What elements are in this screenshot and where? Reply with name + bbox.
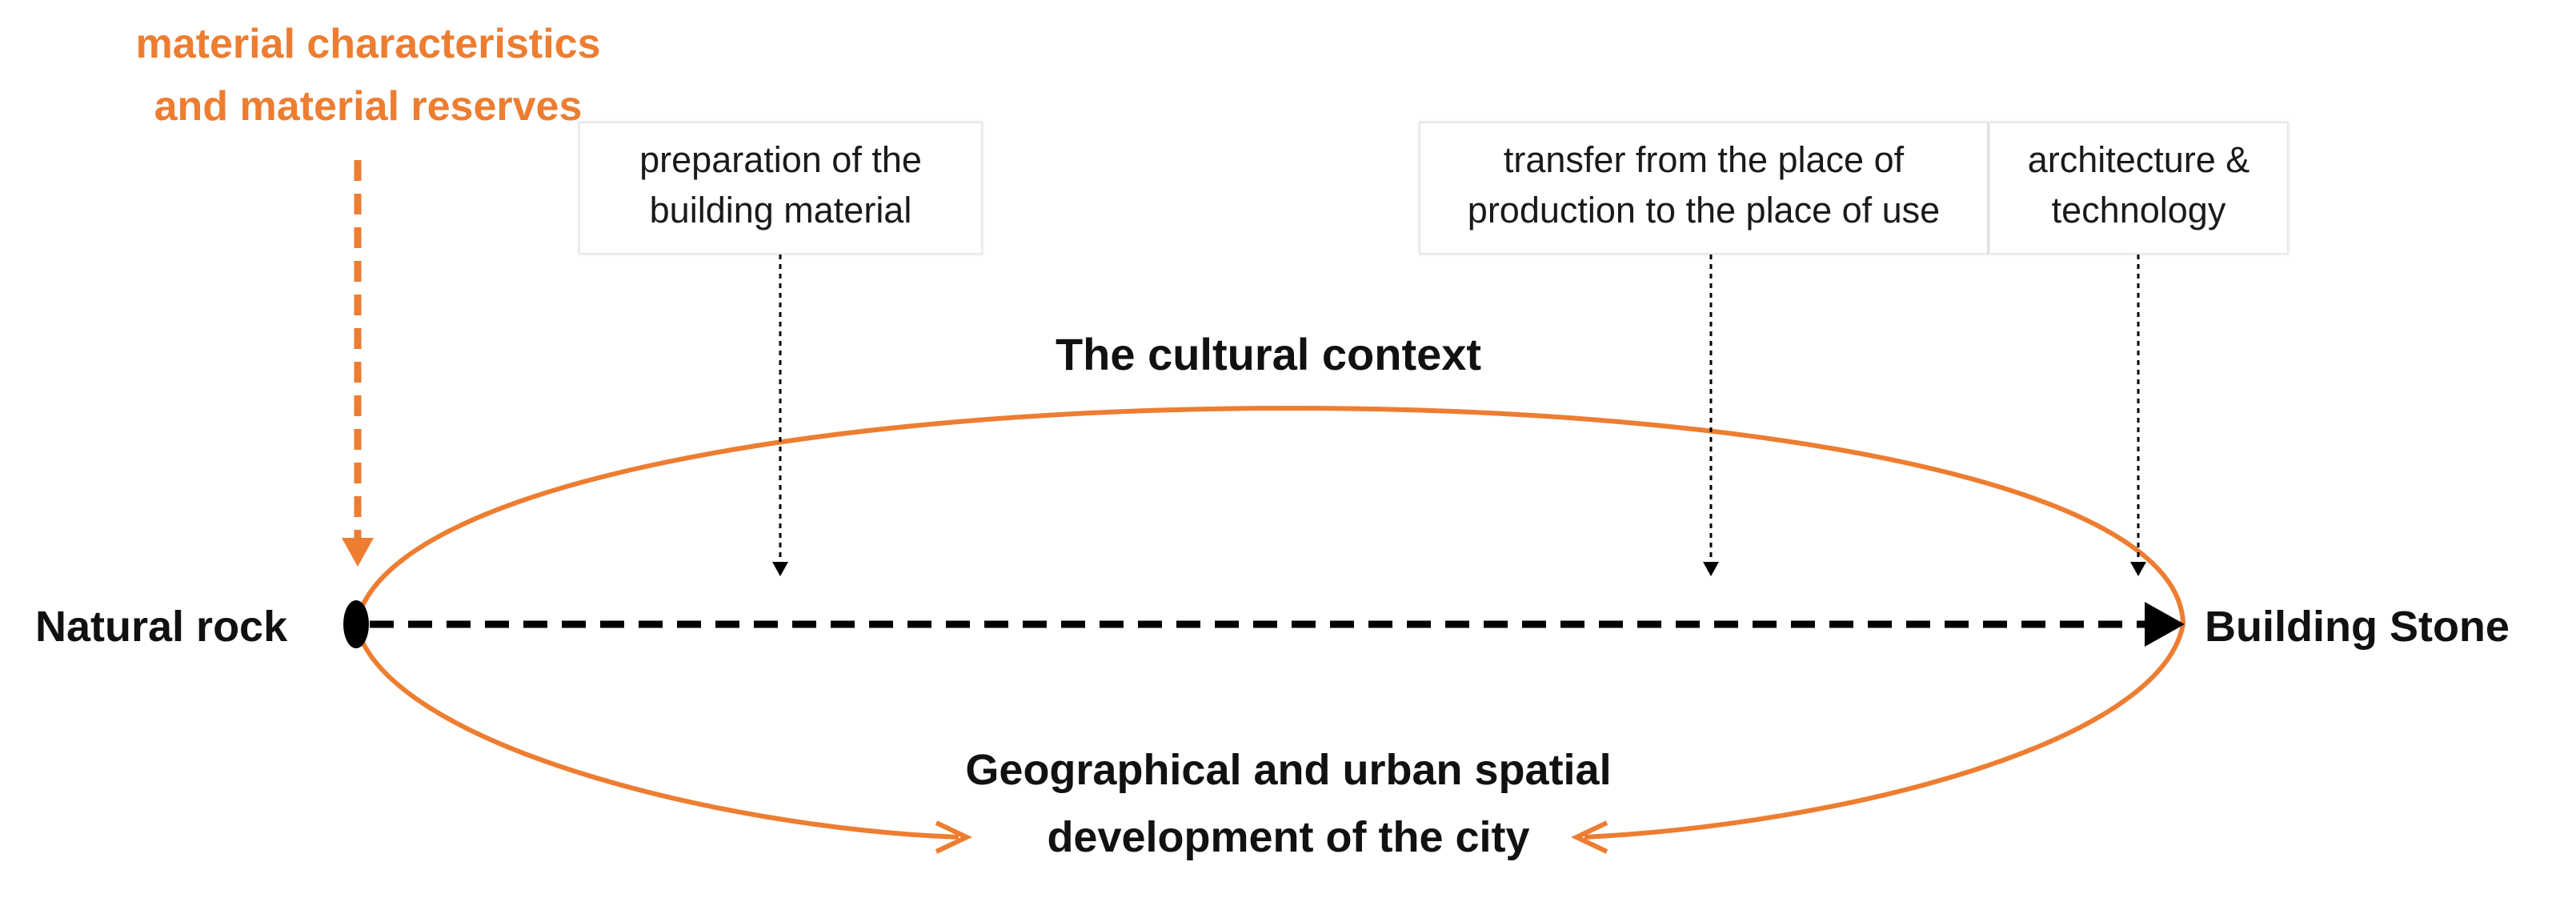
box-architecture-line1: architecture & (2027, 139, 2250, 180)
box-transfer-line2: production to the place of use (1467, 190, 1941, 231)
cultural-context-label: The cultural context (1055, 329, 1482, 379)
connector-arrow-preparation (772, 255, 788, 576)
main-process-arrow (370, 602, 2185, 647)
box-preparation-line2: building material (649, 190, 912, 231)
connector-arrow-architecture (2130, 255, 2146, 576)
ellipse-lower-right-arc (1570, 623, 2185, 854)
geographical-development-line2: development of the city (1047, 813, 1530, 861)
natural-rock-node (343, 600, 369, 648)
material-input-arrow (342, 160, 374, 567)
natural-rock-label: Natural rock (35, 603, 288, 651)
building-stone-label: Building Stone (2205, 603, 2510, 651)
box-transfer: transfer from the place of production to… (1419, 122, 1989, 255)
box-preparation-line1: preparation of the (639, 139, 922, 180)
box-architecture: architecture & technology (1989, 122, 2289, 255)
material-header: material characteristics and material re… (88, 13, 648, 138)
geographical-development-label: Geographical and urban spatial developme… (848, 736, 1729, 871)
box-architecture-line2: technology (2051, 190, 2226, 231)
connector-arrow-transfer (1703, 255, 1719, 576)
material-header-line1: material characteristics (135, 21, 601, 67)
box-transfer-line1: transfer from the place of (1503, 139, 1905, 180)
box-preparation: preparation of the building material (579, 122, 983, 255)
geographical-development-line1: Geographical and urban spatial (965, 746, 1612, 794)
ellipse-upper-arc (354, 406, 2185, 625)
material-header-line2: and material reserves (154, 83, 583, 130)
ellipse-lower-left-arc (354, 623, 973, 854)
